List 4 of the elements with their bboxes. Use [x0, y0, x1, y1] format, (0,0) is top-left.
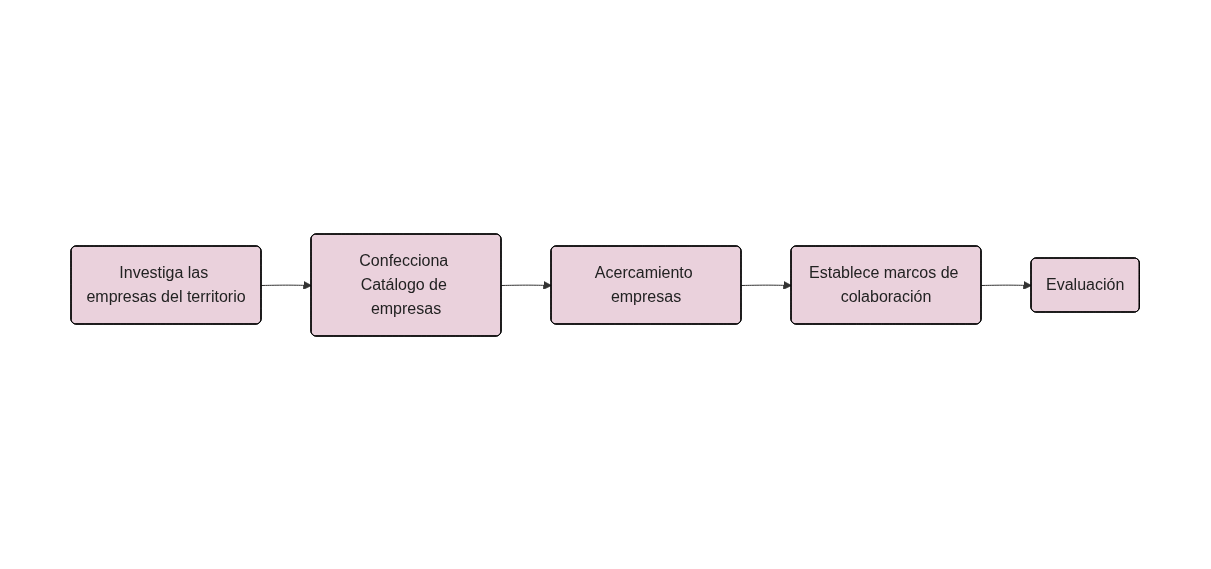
arrow [741, 280, 793, 290]
arrow [501, 280, 553, 290]
arrow [261, 280, 313, 290]
arrow [981, 280, 1033, 290]
